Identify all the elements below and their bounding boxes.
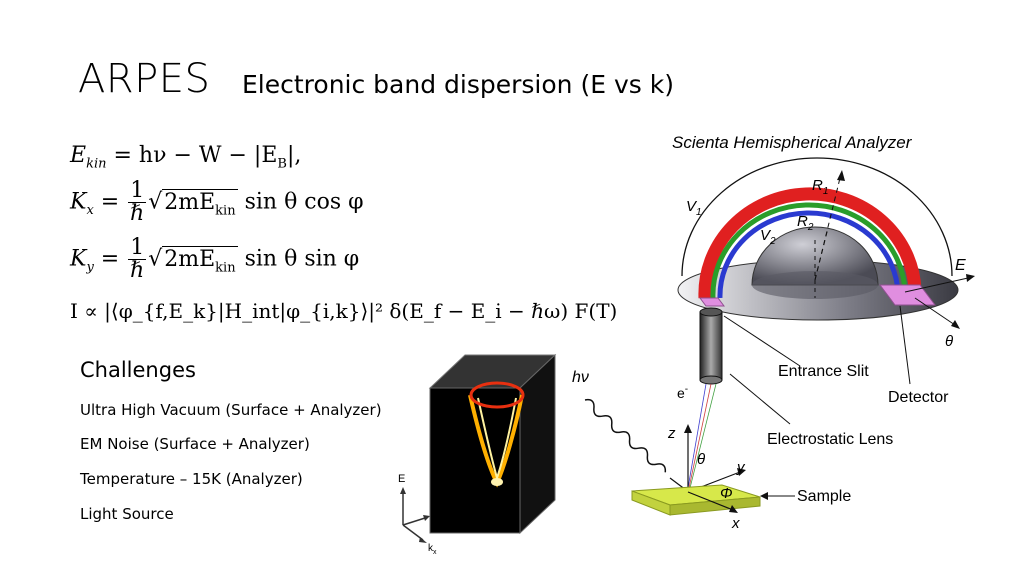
e-label: E	[955, 257, 966, 274]
detector-label: Detector	[888, 389, 949, 406]
r1-label: R1	[812, 177, 828, 197]
sample-label: Sample	[797, 488, 851, 505]
band-dispersion-figure: E ky kx	[398, 353, 557, 556]
analyzer-title: Scienta Hemispherical Analyzer	[672, 133, 913, 152]
x-axis-label: x	[731, 515, 740, 532]
z-axis-label: z	[667, 425, 676, 442]
theta-label: θ	[697, 451, 705, 468]
r2-label: R2	[797, 213, 814, 233]
entrance-slit-label: Entrance Slit	[778, 363, 869, 380]
phi-label: Φ	[720, 485, 733, 502]
y-axis-label: y	[736, 459, 746, 476]
challenge-item: Temperature – 15K (Analyzer)	[80, 470, 303, 488]
axis-kx-label: kx	[428, 543, 437, 556]
electron-label: e-	[677, 384, 688, 401]
v1-label: V1	[686, 198, 702, 218]
challenges-heading: Challenges	[80, 358, 196, 382]
axis-ky-label: ky	[430, 506, 439, 519]
equation-intensity: I ∝ |⟨φ_{f,E_k}|H_int|φ_{i,k}⟩|² δ(E_f −…	[70, 299, 618, 323]
lens-label: Electrostatic Lens	[767, 431, 893, 448]
slide-title: ARPES	[78, 56, 211, 102]
hv-label: hν	[572, 369, 589, 386]
v2-label: V2	[760, 227, 776, 247]
challenge-item: Ultra High Vacuum (Surface + Analyzer)	[80, 401, 382, 419]
challenge-item: Light Source	[80, 505, 174, 523]
axis-e-label: E	[398, 473, 405, 485]
slide-subtitle: Electronic band dispersion (E vs k)	[242, 70, 674, 99]
challenge-item: EM Noise (Surface + Analyzer)	[80, 435, 310, 453]
equation-kinetic-energy: Ekin = hν − W − |EB|,	[70, 143, 302, 172]
theta-top-label: θ	[945, 333, 953, 350]
analyzer-figure: Scienta Hemispherical Analyzer R1 R2 V1 …	[572, 133, 975, 532]
